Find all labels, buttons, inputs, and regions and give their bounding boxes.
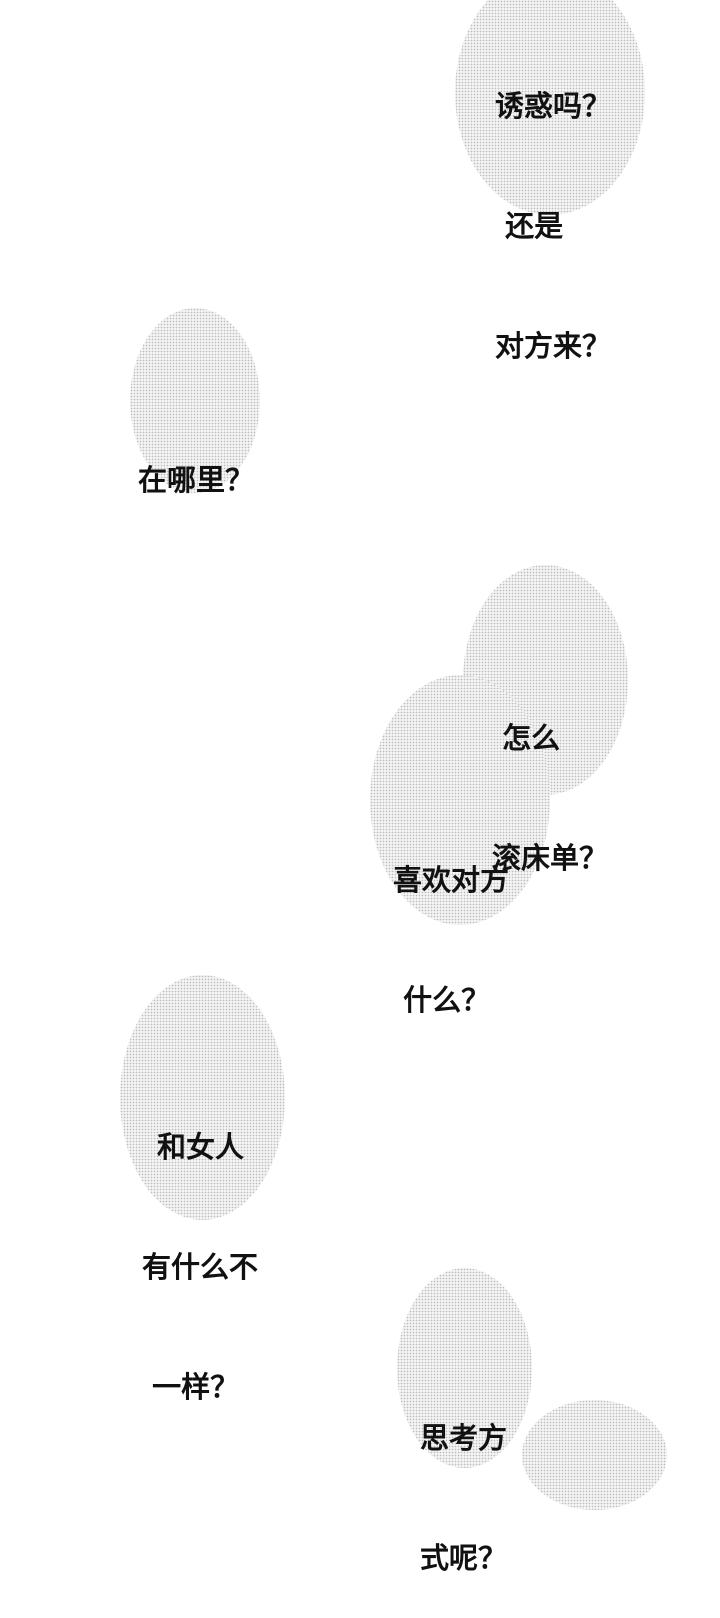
speech-bubble-3-text: 怎么 滚床单？ xyxy=(492,638,608,918)
speech-bubble-4-line-2: 什么？ xyxy=(393,983,491,1017)
speech-bubble-2-text: 在哪里？ xyxy=(138,380,254,540)
speech-bubble-1-line-2: 还是 xyxy=(495,209,564,243)
speech-bubble-4-text: 喜欢对方 什么？ xyxy=(393,780,509,1060)
speech-bubble-6-line-2: 式呢？ xyxy=(420,1541,508,1575)
speech-bubble-5-line-2: 有什么不 xyxy=(142,1250,259,1284)
speech-bubble-1-text: 诱惑吗？ 还是 对方来？ xyxy=(495,6,611,406)
speech-bubble-5-text: 和女人 有什么不 一样？ xyxy=(142,1047,258,1447)
speech-bubble-6 xyxy=(397,1268,532,1468)
speech-bubble-1-line-1: 诱惑吗？ xyxy=(495,89,612,123)
speech-bubble-7 xyxy=(522,1400,667,1510)
speech-bubble-5-line-1: 和女人 xyxy=(157,1130,245,1164)
speech-bubble-4-line-1: 喜欢对方 xyxy=(393,863,510,897)
speech-bubble-1 xyxy=(455,0,645,215)
speech-bubble-6-text: 思考方 式呢？ xyxy=(420,1338,507,1618)
speech-bubble-6-line-1: 思考方 xyxy=(420,1421,508,1455)
speech-bubble-3-line-2: 滚床单？ xyxy=(492,841,609,875)
speech-bubble-2-line-1: 在哪里？ xyxy=(138,463,255,497)
speech-bubble-1-line-3: 对方来？ xyxy=(495,329,612,363)
speech-bubble-2 xyxy=(130,308,260,493)
speech-bubble-5-line-3: 一样？ xyxy=(142,1370,240,1404)
speech-bubble-5 xyxy=(120,975,285,1220)
speech-bubble-4 xyxy=(370,675,550,925)
speech-bubble-3-line-1: 怎么 xyxy=(492,721,561,755)
